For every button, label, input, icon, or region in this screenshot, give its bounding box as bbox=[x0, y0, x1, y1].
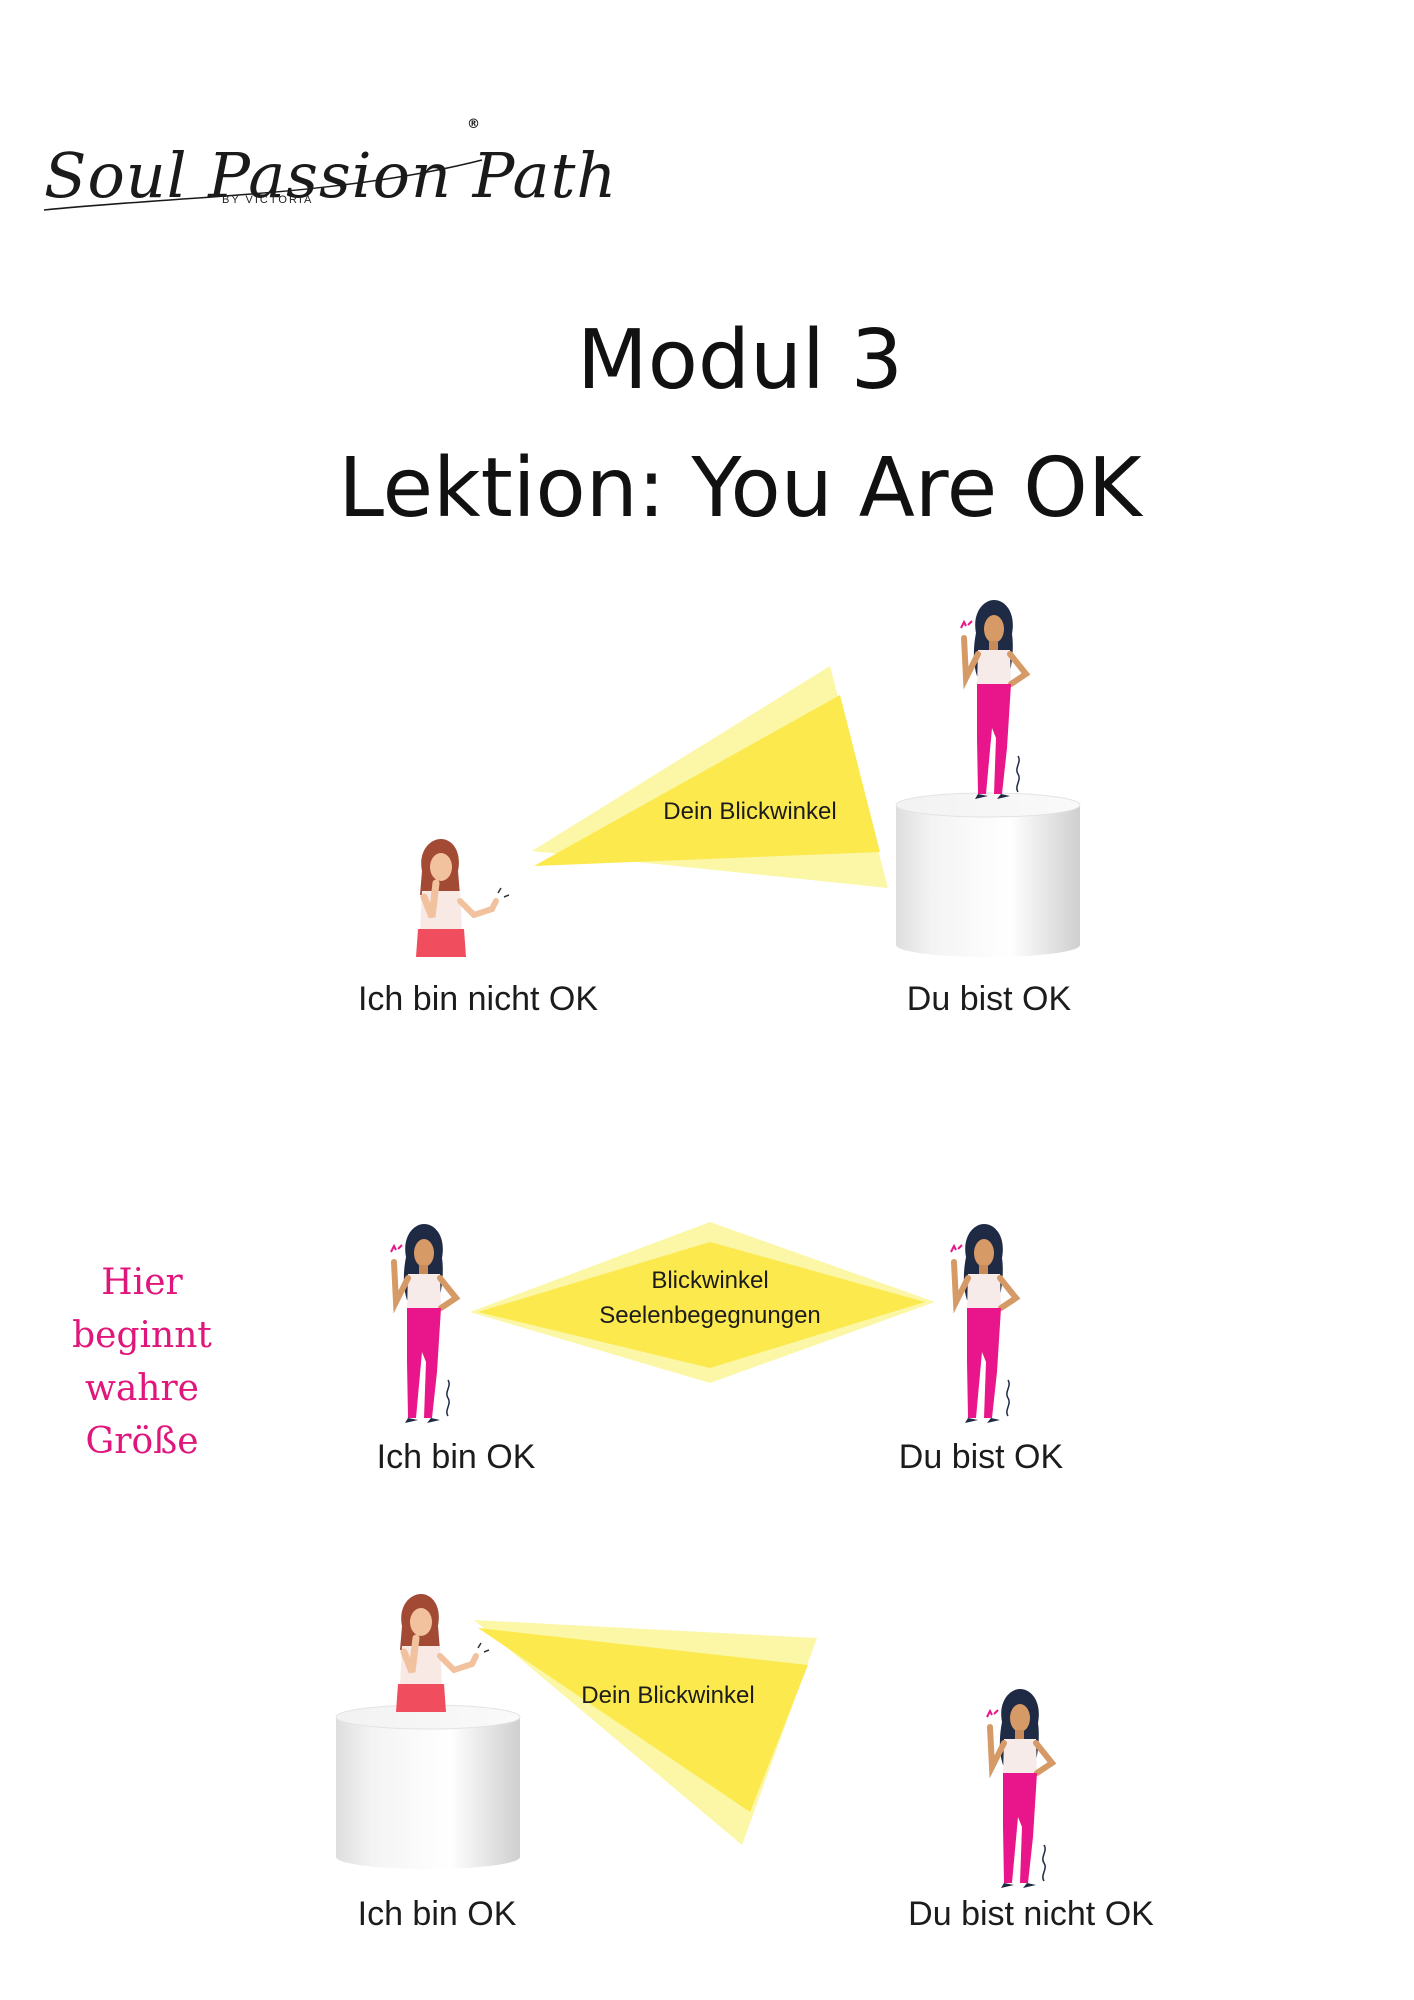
person-thinking-icon bbox=[416, 839, 509, 957]
view-beam bbox=[534, 695, 880, 866]
logo-wordmark: Soul Passion Path bbox=[44, 139, 617, 212]
beam-label: Dein Blickwinkel bbox=[663, 798, 836, 825]
motto: Hier beginnt wahre Größe bbox=[72, 1262, 212, 1462]
beam-label-line: Seelenbegegnungen bbox=[599, 1302, 821, 1329]
beam-label-line: Blickwinkel bbox=[651, 1267, 768, 1294]
page-title: Modul 3 bbox=[577, 313, 903, 408]
left-label: Ich bin nicht OK bbox=[358, 980, 598, 1018]
left-label: Ich bin OK bbox=[377, 1438, 536, 1476]
scene-1: Dein Blickwinkel Ich bin nicht OK Du bis… bbox=[358, 600, 1081, 1018]
motto-line: wahre bbox=[85, 1368, 199, 1409]
person-standing-icon bbox=[987, 1689, 1052, 1888]
beam-label: Dein Blickwinkel bbox=[581, 1682, 754, 1709]
person-standing-icon bbox=[951, 1224, 1016, 1423]
left-label: Ich bin OK bbox=[358, 1895, 517, 1933]
view-beam bbox=[478, 1242, 925, 1368]
scene-3: Dein Blickwinkel Ich bin OK Du bist nich… bbox=[335, 1594, 1154, 1933]
right-label: Du bist nicht OK bbox=[908, 1895, 1154, 1933]
scene-2: Blickwinkel Seelenbegegnungen Ich bin OK… bbox=[377, 1222, 1064, 1476]
person-thinking-icon bbox=[396, 1594, 489, 1712]
person-standing-icon bbox=[391, 1224, 456, 1423]
pedestal bbox=[895, 792, 1081, 958]
page-subtitle: Lektion: You Are OK bbox=[338, 441, 1143, 536]
registered-mark: ® bbox=[467, 117, 480, 132]
right-label: Du bist OK bbox=[907, 980, 1072, 1018]
right-label: Du bist OK bbox=[899, 1438, 1064, 1476]
motto-line: beginnt bbox=[72, 1315, 212, 1356]
brand-logo: Soul Passion Path BY VICTORIA ® bbox=[43, 117, 617, 212]
motto-line: Hier bbox=[101, 1262, 183, 1303]
person-standing-icon bbox=[961, 600, 1026, 799]
logo-byline: BY VICTORIA bbox=[222, 194, 313, 206]
motto-line: Größe bbox=[86, 1421, 199, 1462]
view-beam bbox=[478, 1628, 808, 1812]
pedestal bbox=[335, 1704, 521, 1870]
